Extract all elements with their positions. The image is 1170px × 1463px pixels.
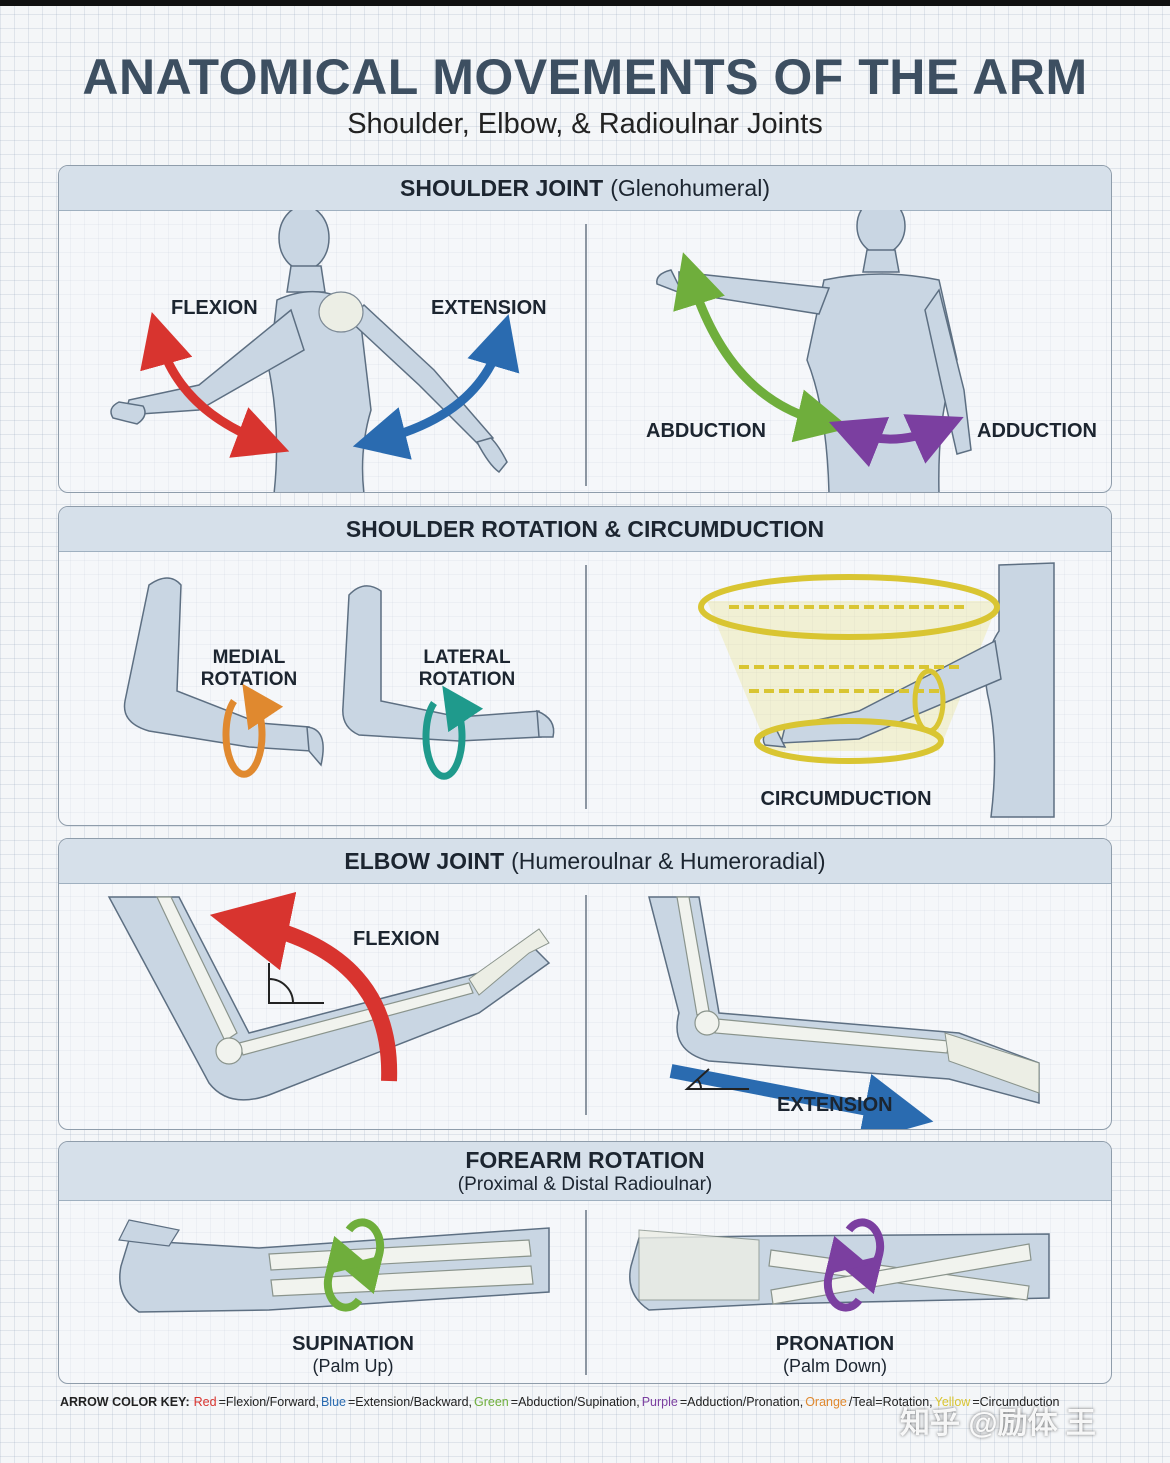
panel-subtitle-elbow: (Humeroulnar & Humeroradial) xyxy=(511,847,826,874)
panel-header-elbow: ELBOW JOINT (Humeroulnar & Humeroradial) xyxy=(59,839,1111,884)
circumduction-cone xyxy=(707,601,999,751)
lateral-rotation-arm xyxy=(342,585,555,742)
color-key-green: Green xyxy=(474,1395,509,1409)
elbow-extension-arm xyxy=(648,896,1040,1104)
shoulder-side-figure xyxy=(110,210,508,492)
panel-subtitle-shoulder: (Glenohumeral) xyxy=(610,174,770,201)
color-key-red: Red xyxy=(193,1395,217,1409)
right-angle-arc-icon xyxy=(268,978,294,1004)
color-key-yellow-text: =Circumduction xyxy=(972,1395,1060,1409)
label-lateral-rotation: ROTATION xyxy=(419,669,515,690)
page-subtitle: Shoulder, Elbow, & Radioulnar Joints xyxy=(347,108,823,140)
pronation-arrow-lower-icon xyxy=(823,1235,869,1312)
elbow-flexion-arm xyxy=(107,896,551,1101)
straight-angle-icon xyxy=(684,1068,749,1090)
arrow-color-key: ARROW COLOR KEY: Red=Flexion/Forward, Bl… xyxy=(60,1390,1112,1414)
label-medial: MEDIAL xyxy=(213,647,286,668)
color-key-orange-text: /Teal=Rotation, xyxy=(848,1395,933,1409)
panel-title-forearm: FOREARM ROTATION xyxy=(465,1146,705,1173)
panel-header-forearm: FOREARM ROTATION (Proximal & Distal Radi… xyxy=(59,1142,1111,1201)
label-flexion: FLEXION xyxy=(171,297,258,319)
circumduction-ring-top-icon xyxy=(698,574,1000,640)
shoulder-front-figure xyxy=(656,210,972,492)
label-elbow-flexion: FLEXION xyxy=(353,928,440,950)
panel-shoulder-rotation: SHOULDER ROTATION & CIRCUMDUCTION MEDIAL… xyxy=(58,506,1112,826)
panel-title-shoulder: SHOULDER JOINT xyxy=(400,174,604,201)
label-lateral: LATERAL xyxy=(423,647,511,668)
color-key-red-text: =Flexion/Forward, xyxy=(218,1395,319,1409)
supination-arrow-icon xyxy=(339,1218,385,1295)
circumduction-arm-ring-icon xyxy=(912,668,946,734)
elbow-extension-arrow-icon xyxy=(669,1064,934,1129)
flexion-arrow-icon xyxy=(140,311,290,458)
color-key-orange: Orange xyxy=(805,1395,847,1409)
panel-elbow-joint: ELBOW JOINT (Humeroulnar & Humeroradial)… xyxy=(58,838,1112,1130)
color-key-green-text: =Abduction/Supination, xyxy=(510,1395,640,1409)
page-title: ANATOMICAL MOVEMENTS OF THE ARM xyxy=(82,49,1088,105)
right-angle-icon xyxy=(268,963,324,1004)
elbow-illustration: FLEXION EXTENSION xyxy=(107,891,1040,1129)
watermark: 知乎 @励体 王 xyxy=(900,1407,1096,1440)
color-key-blue-text: =Extension/Backward, xyxy=(347,1395,473,1409)
label-medial-rotation: ROTATION xyxy=(201,669,297,690)
supination-arrow-lower-icon xyxy=(323,1235,369,1312)
shoulder-bone-icon xyxy=(318,291,364,333)
rotation-illustration: MEDIAL ROTATION LATERAL ROTATION CIRCUMD… xyxy=(123,562,1055,818)
color-key-yellow: Yellow xyxy=(934,1395,971,1409)
panel-title-elbow: ELBOW JOINT xyxy=(344,847,505,874)
panel-subtitle-forearm: (Proximal & Distal Radioulnar) xyxy=(457,1173,713,1195)
extension-arrow-icon xyxy=(352,314,520,460)
panel-header-shoulder: SHOULDER JOINT (Glenohumeral) xyxy=(59,166,1111,211)
pronation-arrow-icon xyxy=(839,1218,885,1295)
top-border xyxy=(0,0,1170,6)
label-adduction: ADDUCTION xyxy=(977,420,1097,442)
label-elbow-extension: EXTENSION xyxy=(777,1094,893,1116)
medial-rotation-arm xyxy=(123,577,324,767)
color-key-purple-text: =Adduction/Pronation, xyxy=(679,1395,804,1409)
straight-angle-arc-icon xyxy=(696,1078,703,1090)
circumduction-ring-bottom-icon xyxy=(754,718,944,764)
lateral-rotation-arrow-icon xyxy=(422,685,484,780)
pronation-forearm xyxy=(629,1229,1050,1311)
panel-header-rotation: SHOULDER ROTATION & CIRCUMDUCTION xyxy=(59,507,1111,552)
panel-shoulder-joint: SHOULDER JOINT (Glenohumeral) FLEXION EX… xyxy=(58,165,1112,493)
label-supination: SUPINATION xyxy=(292,1333,414,1355)
adduction-arrow-icon xyxy=(828,414,964,468)
elbow-flexion-arrow-icon xyxy=(209,891,398,1082)
label-pronation: PRONATION xyxy=(776,1333,895,1355)
label-pronation-note: (Palm Down) xyxy=(783,1356,887,1376)
color-key-purple: Purple xyxy=(641,1395,678,1409)
panel-title-rotation: SHOULDER ROTATION & CIRCUMDUCTION xyxy=(345,515,825,542)
label-supination-note: (Palm Up) xyxy=(312,1356,393,1376)
label-abduction: ABDUCTION xyxy=(646,420,766,442)
medial-rotation-arrow-icon xyxy=(222,683,284,778)
label-circumduction: CIRCUMDUCTION xyxy=(760,788,931,810)
label-extension: EXTENSION xyxy=(431,297,547,319)
shoulder-illustration: FLEXION EXTENSION ABDUCTION ADDUCTION xyxy=(110,210,1097,492)
forearm-illustration: SUPINATION (Palm Up) PRONATION (Palm Dow… xyxy=(118,1210,1050,1376)
panel-forearm-rotation: FOREARM ROTATION (Proximal & Distal Radi… xyxy=(58,1141,1112,1384)
color-key-blue: Blue xyxy=(320,1395,346,1409)
color-key-title: ARROW COLOR KEY: xyxy=(60,1395,190,1409)
abduction-arrow-icon xyxy=(673,252,851,443)
